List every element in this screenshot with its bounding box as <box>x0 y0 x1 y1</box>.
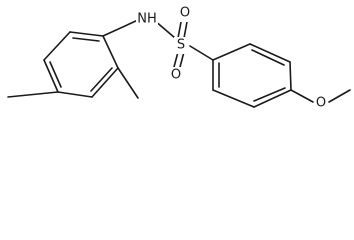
oxygen-lower-label: O <box>171 68 181 83</box>
aryl-o-bond <box>290 89 314 103</box>
sulfonyl-lower-oxygen-bond <box>173 51 185 68</box>
atom-label-o-methoxy: O <box>314 95 328 111</box>
ring2-bond <box>212 89 255 108</box>
atom-label-s: S <box>174 37 188 54</box>
nh-label: NH <box>137 12 157 27</box>
ring1-bond <box>69 31 104 37</box>
atom-label-o-lower: O <box>169 67 183 83</box>
ring2-double-bond <box>251 49 285 66</box>
ring2-bond <box>289 61 292 91</box>
atom-label-o-upper: O <box>178 6 192 22</box>
chemical-structure: NH S O O O <box>7 6 351 111</box>
atom-label-nh: NH <box>136 11 158 28</box>
methyl-2-bond <box>117 67 139 99</box>
ring1-double-bond <box>90 67 113 92</box>
ring2-double-bond <box>253 87 286 102</box>
ring2-bond <box>249 43 291 63</box>
oxygen-upper-label: O <box>180 6 190 21</box>
ring1-bond <box>102 35 119 69</box>
s-aryl-bond <box>189 45 214 61</box>
ring1-bond <box>57 91 93 98</box>
ring1-bond <box>43 31 71 61</box>
aryl-nh-bond <box>102 19 139 37</box>
ring1-double-bond <box>72 37 100 42</box>
ring1-bond <box>43 59 59 93</box>
ring2-bond <box>253 89 292 108</box>
ring1-double-bond <box>49 61 62 88</box>
methoxyphenyl-ring <box>212 43 292 108</box>
sulfur-label: S <box>177 38 185 53</box>
dimethylphenyl-ring <box>43 31 119 98</box>
oxygen-methoxy-label: O <box>316 96 326 111</box>
sulfonyl-upper-oxygen-bond <box>177 21 188 39</box>
methyl-4-bond <box>7 91 59 98</box>
ring1-bond <box>91 67 119 98</box>
ring2-bond <box>212 43 251 61</box>
o-methyl-bond <box>328 89 351 103</box>
